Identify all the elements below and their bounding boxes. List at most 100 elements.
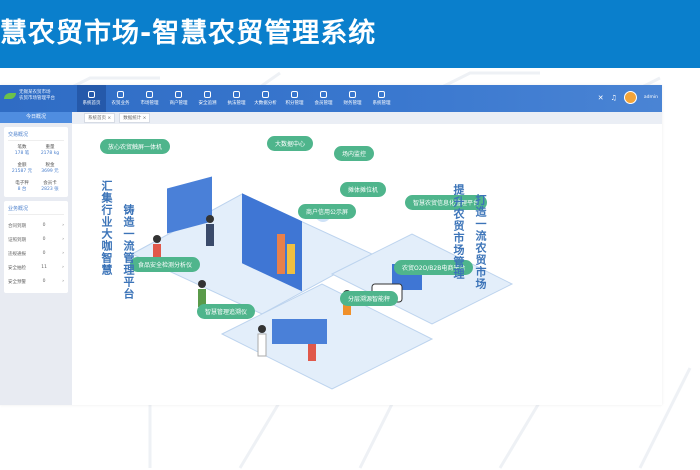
nav-label: 安全追溯 [198, 101, 217, 106]
avatar[interactable] [623, 91, 637, 104]
user-icon [291, 91, 298, 98]
stat-value: 178 笔 [14, 151, 30, 156]
nav-enforce[interactable]: 执法管理 [222, 85, 251, 112]
row-value: 11 [41, 265, 47, 270]
nav-bigdata[interactable]: 大数据分析 [251, 85, 280, 112]
stat-label: 会员卡 [43, 181, 57, 186]
stat-label: 电子秤 [15, 181, 29, 186]
sidebar-header[interactable]: 今日概况 [0, 112, 72, 123]
row-value: 0 [42, 223, 46, 228]
bubble-stall-machine: 摊体摊位机 [340, 182, 387, 197]
nav-label: 财务管理 [343, 101, 362, 106]
leaf-icon [4, 93, 16, 99]
bubble-food-safety: 食品安全检测分析仪 [130, 257, 201, 272]
stat-value: 8 台 [17, 187, 27, 192]
isometric-illustration [130, 176, 514, 390]
stat-value: 3699 元 [41, 169, 59, 174]
home-icon [88, 91, 95, 98]
grid-icon [146, 91, 153, 98]
nav-label: 商户管理 [169, 101, 188, 106]
biz-row[interactable]: 违规通报 0 › [8, 247, 64, 261]
nav-member[interactable]: 会员管理 [309, 85, 338, 112]
logo-line1: 无锡某农贸市场 [19, 90, 51, 95]
stat-label: 重量 [45, 145, 55, 150]
bubble-trace-device: 智慧管理追溯仪 [197, 304, 256, 319]
tab-stats[interactable]: 数据统计 × [119, 113, 151, 123]
nav-label: 大数据分析 [254, 101, 277, 106]
row-label: 证照到期 [8, 238, 26, 243]
fullscreen-icon[interactable]: ✕ [597, 93, 604, 102]
biz-row[interactable]: 安全抽检 11 › [8, 261, 64, 275]
nav-label: 市场管理 [140, 101, 159, 106]
chevron-right-icon: › [62, 223, 64, 228]
document-icon [117, 91, 124, 98]
trade-title: 交易概况 [8, 131, 64, 141]
nav-label: 执法管理 [227, 101, 246, 106]
nav-merchant[interactable]: 商户管理 [164, 85, 193, 112]
stat-value: 2823 张 [41, 187, 59, 192]
logo: 无锡某农贸市场 农贸市场管理平台 [4, 90, 55, 102]
row-value: 0 [42, 237, 46, 242]
row-value: 0 [42, 251, 46, 256]
row-value: 0 [42, 279, 46, 284]
slogan-right-1: 提升农贸市场管理 [452, 184, 465, 280]
row-label: 安全抽检 [8, 266, 26, 271]
user-menu[interactable]: admin [643, 95, 658, 100]
logo-line2: 农贸市场管理平台 [19, 96, 55, 101]
biz-row[interactable]: 安全预警 0 › [8, 275, 64, 289]
list-icon [349, 91, 356, 98]
badge-icon [233, 91, 240, 98]
chevron-right-icon: › [62, 265, 64, 270]
nav-points[interactable]: 积分管理 [280, 85, 309, 112]
row-label: 违规通报 [8, 252, 26, 257]
bubble-smart-scale: 分层溯源智能秤 [340, 291, 399, 306]
nav-label: 农贸业务 [111, 101, 130, 106]
row-label: 合同到期 [8, 224, 26, 229]
bubble-ecommerce: 农贸O2O/B2B电商平台 [394, 260, 474, 275]
biz-card: 业务概况 合同到期 0 › 证照到期 0 › 违规通报 0 › 安全抽检 11 › 安全预警 0 › [4, 201, 68, 293]
nav-business[interactable]: 农贸业务 [106, 85, 135, 112]
top-nav: 无锡某农贸市场 农贸市场管理平台 系统首页 农贸业务 市场管理 商户管理 安全追… [0, 85, 662, 112]
slogan-right-2: 打造一流农贸市场 [474, 194, 487, 290]
stat-label: 笔数 [17, 145, 27, 150]
bubble-monitoring: 场内监控 [334, 146, 375, 161]
bubble-bigdata-center: 大数据中心 [267, 136, 314, 151]
bell-icon[interactable]: ♫ [610, 93, 617, 102]
nav-system[interactable]: 系统管理 [367, 85, 396, 112]
slide-title: 慧农贸市场-智慧农贸管理系统 [0, 0, 700, 68]
nav-home[interactable]: 系统首页 [77, 85, 106, 112]
tab-home[interactable]: 系统首页 × [84, 113, 116, 123]
nav-trace[interactable]: 安全追溯 [193, 85, 222, 112]
nav-market[interactable]: 市场管理 [135, 85, 164, 112]
bubble-touch-kiosk: 放心农贸触屏一体机 [100, 139, 171, 154]
tab-bar: 系统首页 × 数据统计 × [72, 112, 662, 124]
biz-title: 业务概况 [8, 205, 64, 215]
stat-value: 2178 kg [40, 151, 60, 156]
nav-label: 积分管理 [285, 101, 304, 106]
slogan-left-1: 汇集行业大咖智慧 [100, 180, 113, 276]
biz-row[interactable]: 合同到期 0 › [8, 219, 64, 233]
nav-label: 会员管理 [314, 101, 333, 106]
shield-icon [204, 91, 211, 98]
monitor-icon [378, 91, 385, 98]
chevron-right-icon: › [62, 279, 64, 284]
nav-label: 系统首页 [82, 101, 101, 106]
stat-label: 税金 [45, 163, 55, 168]
stat-value: 21587 元 [11, 169, 33, 174]
stat-label: 金额 [17, 163, 27, 168]
nav-label: 系统管理 [372, 101, 391, 106]
app-screenshot: 无锡某农贸市场 农贸市场管理平台 系统首页 农贸业务 市场管理 商户管理 安全追… [0, 85, 662, 405]
chevron-right-icon: › [62, 251, 64, 256]
row-label: 安全预警 [8, 280, 26, 285]
illustration-area: 放心农贸触屏一体机 大数据中心 场内监控 摊体摊位机 商户信用公示屏 智慧农贸信… [72, 124, 662, 405]
nav-finance[interactable]: 财务管理 [338, 85, 367, 112]
